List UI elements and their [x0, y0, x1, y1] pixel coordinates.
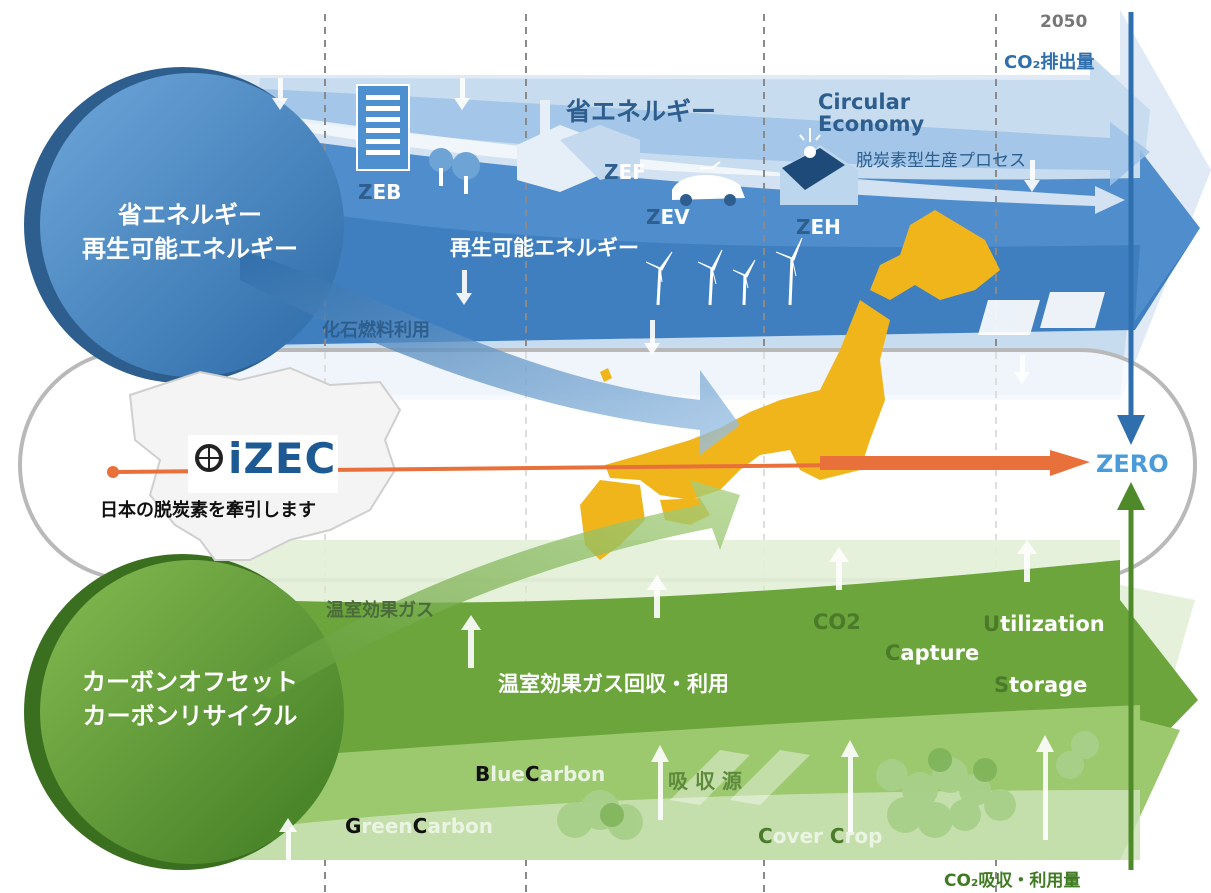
carbon-arrow [250, 480, 740, 700]
green-carbon-c: C [412, 814, 428, 838]
storage-label: Storage [994, 673, 1087, 697]
cover-crop-c1: C [758, 824, 773, 848]
cover-crop-c2: C [829, 824, 845, 848]
wind-turbine-icon [645, 237, 803, 306]
izec-logo [188, 435, 338, 493]
zev-rest: EV [660, 205, 690, 229]
storage-first: S [994, 673, 1010, 697]
co2-emission-arrow [1117, 12, 1145, 445]
cover-crop-label: Cover Crop [758, 824, 882, 848]
blue-carbon-label: BlueCarbon [475, 762, 605, 786]
energy-arrow [240, 250, 740, 455]
zeb-label: ZEB [358, 180, 401, 204]
solar-panel-icon [978, 292, 1105, 335]
utilization-first: U [983, 612, 1001, 636]
factory-icon [517, 100, 640, 192]
carbon-circle-line1: カーボンオフセット [82, 668, 298, 696]
carbon-circle-text: カーボンオフセット カーボンリサイクル [40, 665, 340, 733]
energy-circle-line2: 再生可能エネルギー [82, 235, 298, 263]
ghg-label: 温室効果ガス [326, 600, 434, 621]
green-carbon-g: G [345, 814, 362, 838]
utilization-label: Utilization [983, 612, 1105, 636]
storage-rest: torage [1009, 673, 1088, 697]
sink-label: 吸 収 源 [668, 769, 742, 793]
circular-economy-line1: Circular [818, 90, 911, 114]
green-carbon-reen: reen [361, 814, 413, 838]
bottom-band [220, 540, 1198, 860]
seagrass-field [670, 750, 810, 805]
green-carbon-label: GreenCarbon [345, 814, 493, 838]
house-solar-icon [780, 128, 858, 205]
zev-label: ZEV [646, 205, 690, 229]
carbon-circle-line2: カーボンリサイクル [82, 702, 298, 730]
co2-absorption-label: CO₂吸収・利用量 [944, 871, 1081, 891]
zef-label: ZEF [604, 160, 646, 184]
blue-carbon-arbon: arbon [539, 762, 606, 786]
energy-saving-label: 省エネルギー [566, 97, 717, 126]
zeh-label: ZEH [796, 215, 841, 239]
japan-map [580, 210, 1000, 560]
energy-circle-text: 省エネルギー 再生可能エネルギー [40, 198, 340, 266]
carbon-circle [24, 554, 344, 870]
utilization-rest: tilization [1000, 612, 1105, 636]
zero-label: ZERO [1096, 450, 1169, 478]
slogan-text: 日本の脱炭素を牽引します [100, 500, 316, 521]
year-label: 2050 [1040, 12, 1088, 32]
zeb-first-letter: Z [358, 180, 373, 204]
tree-icon [429, 148, 480, 194]
cover-crop-rop: rop [844, 824, 883, 848]
zeh-rest: EH [810, 215, 841, 239]
blue-carbon-c: C [524, 762, 540, 786]
ghg-recovery-label: 温室効果ガス回収・利用 [498, 672, 729, 696]
zef-first-letter: Z [604, 160, 619, 184]
co2-label: CO2 [813, 610, 861, 634]
energy-circle [24, 67, 344, 383]
capture-label: Capture [885, 641, 979, 665]
zeb-rest: EB [372, 180, 402, 204]
building-icon [356, 84, 410, 171]
fossil-fuel-label: 化石燃料利用 [322, 320, 430, 341]
zeh-first-letter: Z [796, 215, 811, 239]
blue-carbon-lue: lue [490, 762, 525, 786]
small-arrows [272, 78, 1054, 860]
circular-economy-line2: Economy [818, 112, 925, 136]
decarbonized-process-label: 脱炭素型生産プロセス [856, 151, 1026, 171]
zev-first-letter: Z [646, 205, 661, 229]
green-carbon-arbon: arbon [427, 814, 493, 838]
blue-carbon-b: B [475, 762, 491, 786]
renewable-label: 再生可能エネルギー [450, 236, 639, 260]
co2-emission-label: CO₂排出量 [1004, 52, 1095, 73]
zef-rest: EF [618, 160, 646, 184]
izec-logo-text: iZEC [228, 434, 337, 483]
energy-circle-line1: 省エネルギー [118, 201, 262, 229]
car-icon [672, 161, 745, 206]
capture-first: C [885, 641, 901, 665]
cover-crop-over: over [772, 824, 830, 848]
co2-absorption-arrow [1117, 482, 1145, 870]
capture-rest: apture [900, 641, 980, 665]
